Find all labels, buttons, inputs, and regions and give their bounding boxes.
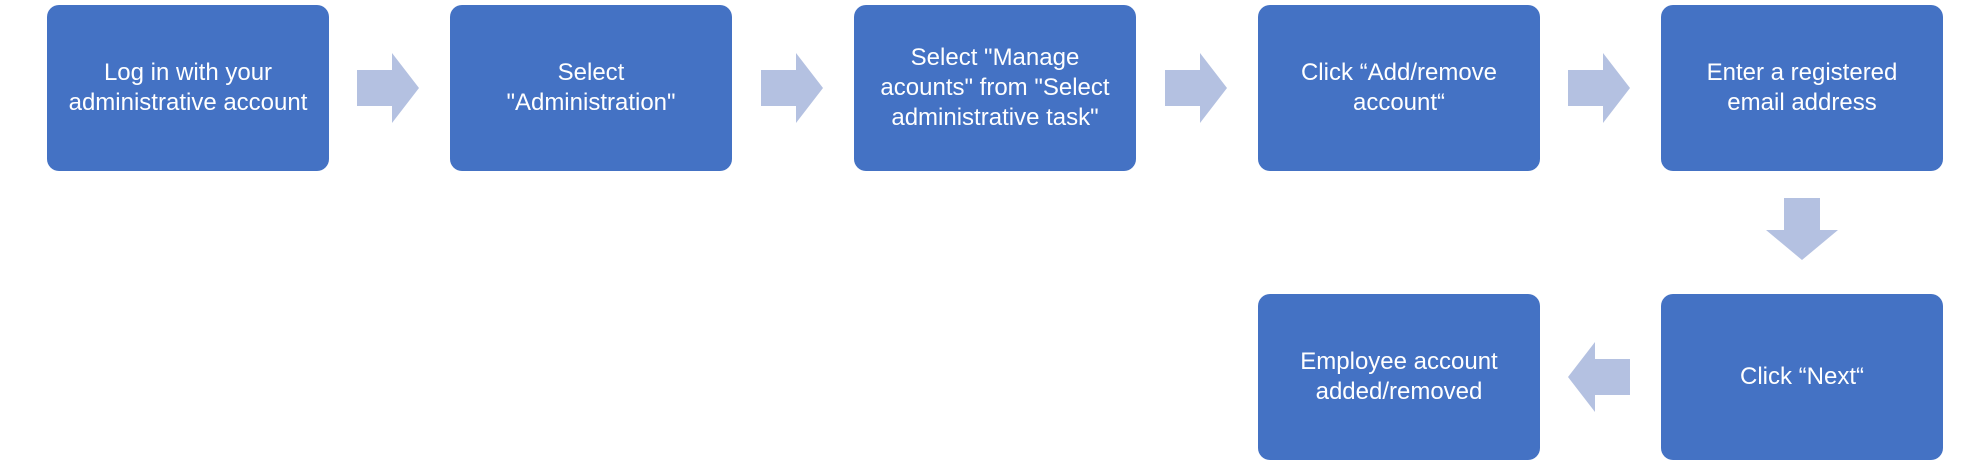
arrow-right-icon (1165, 53, 1227, 123)
step-label: Enter a registered email address (1706, 59, 1898, 116)
step-select-administration: Select "Administration" (450, 5, 732, 171)
step-label: Select "Administration" (506, 59, 676, 116)
step-label: Employee account added/removed (1300, 348, 1498, 405)
step-click-add-remove-account: Click “Add/remove account“ (1258, 5, 1540, 171)
arrow-left-icon (1568, 342, 1630, 412)
step-log-in: Log in with your administrative account (47, 5, 329, 171)
arrow-right-icon (1568, 53, 1630, 123)
step-select-manage-accounts: Select "Manage acounts" from "Select adm… (854, 5, 1136, 171)
step-account-added-removed: Employee account added/removed (1258, 294, 1540, 460)
step-label: Select "Manage acounts" from "Select adm… (880, 44, 1110, 131)
arrow-right-icon (357, 53, 419, 123)
arrow-right-icon (761, 53, 823, 123)
step-click-next: Click “Next“ (1661, 294, 1943, 460)
arrow-down-icon (1766, 198, 1838, 260)
step-label: Log in with your administrative account (68, 59, 308, 116)
step-enter-email-address: Enter a registered email address (1661, 5, 1943, 171)
step-label: Click “Add/remove account“ (1300, 59, 1498, 116)
step-label: Click “Next“ (1740, 363, 1864, 390)
